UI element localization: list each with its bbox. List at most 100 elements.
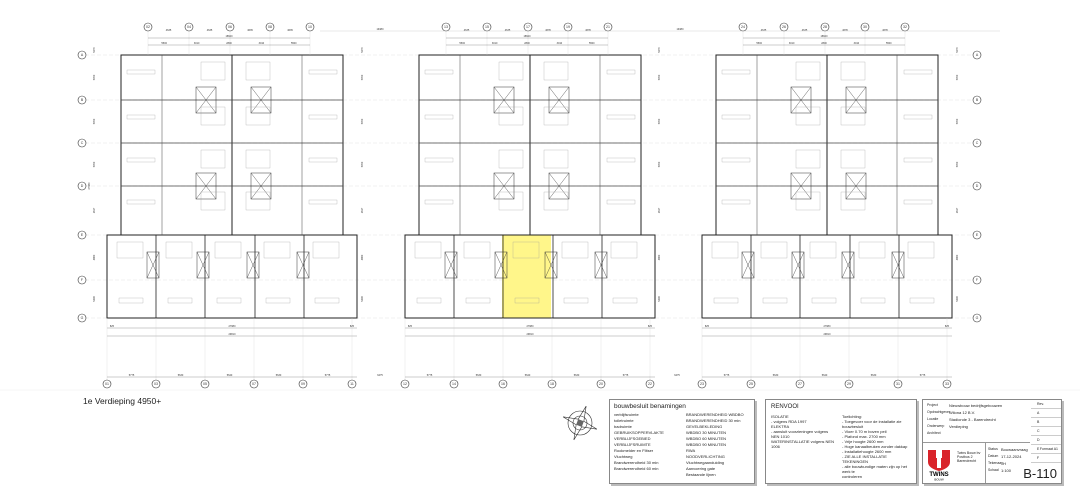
- dimension-label: 5050: [93, 161, 96, 167]
- stair-void: [250, 172, 272, 200]
- dimension-label: 4635: [464, 29, 470, 32]
- dimension-label: 4635: [287, 29, 293, 32]
- grid-column-label-bubble: [893, 379, 903, 389]
- room-label: [416, 297, 442, 304]
- list-item: Aanvoering gate: [686, 466, 716, 471]
- room-label: [543, 106, 569, 126]
- grid-row-label-bubble: [77, 50, 87, 60]
- dimension-label: 5500: [589, 42, 595, 45]
- dimension-label: 5640: [525, 374, 531, 377]
- grid-column-label: 32: [903, 25, 907, 29]
- grid-row-label: C: [976, 141, 979, 145]
- room-label: [721, 69, 751, 75]
- grid-column-label: 04: [187, 25, 191, 29]
- grid-column-label-bubble: [200, 379, 210, 389]
- room-label: [465, 297, 491, 304]
- grid-row-label-bubble: [972, 138, 982, 148]
- void-cross: [250, 172, 272, 200]
- room-label: [903, 69, 933, 75]
- dimension-label: 5775: [920, 374, 926, 377]
- list-item: D: [1031, 436, 1061, 445]
- room-label: [424, 199, 454, 205]
- grid-column-label: 29: [847, 382, 851, 386]
- room-label: [126, 114, 156, 120]
- dimension-label: 4860: [658, 254, 661, 260]
- dimension-label: 5449: [93, 296, 96, 302]
- grid-column-label: 14: [452, 382, 456, 386]
- room-label: [498, 149, 524, 169]
- grid-row-label: E: [976, 233, 979, 237]
- list-item: Vluchtwegaanduiding: [686, 460, 725, 465]
- grid-row-label-bubble: [77, 313, 87, 323]
- location-value: Stadionde 3 - Barendrecht: [949, 417, 996, 422]
- list-item: F: [1031, 454, 1061, 463]
- list-item: - Installatiehoogte 2600 mm: [842, 449, 892, 454]
- svg-text:BOUW: BOUW: [934, 478, 944, 482]
- grid-column-label-bubble: [184, 22, 194, 32]
- room-label: [118, 297, 144, 304]
- room-label: [606, 114, 636, 120]
- dimension-label: 5050: [658, 118, 661, 124]
- grid-row-label: F: [81, 278, 83, 282]
- grid-row-label: B: [81, 98, 84, 102]
- lower-wall: [701, 234, 953, 319]
- dimension-label: 27980: [527, 325, 535, 328]
- grid-column-label-bubble: [249, 379, 259, 389]
- room-label: [606, 157, 636, 163]
- grid-column-label-bubble: [449, 379, 459, 389]
- compass-rose-icon: [560, 403, 600, 443]
- dimension-label: 4635: [761, 29, 767, 32]
- room-label: [909, 297, 935, 304]
- stair-void: [250, 86, 272, 114]
- list-item: - Vloer 0.70 m boven peil: [842, 429, 887, 434]
- dimension-label: 3010: [557, 42, 563, 45]
- dimension-label: 825: [945, 325, 950, 328]
- dimension-label: 1617: [956, 207, 959, 213]
- room-label: [308, 199, 338, 205]
- room-label: [760, 241, 788, 259]
- architect-label: Architect: [927, 431, 941, 435]
- void-cross: [493, 172, 515, 200]
- stair-void: [444, 251, 458, 279]
- status-value: Bouwaanvraag: [1001, 447, 1028, 452]
- dimension-label: 1617: [361, 207, 364, 213]
- dimension-label: 1617: [93, 207, 96, 213]
- dimension-label: 19480: [377, 28, 385, 31]
- dimension-label: 4860: [361, 254, 364, 260]
- room-label: [711, 241, 739, 259]
- list-item: - Hoge kanaalbeuken zonder dakkap: [842, 444, 908, 449]
- dimension-label: 4860: [956, 254, 959, 260]
- floor-title: 1e Verdieping 4950+: [83, 396, 162, 406]
- svg-text:TWINS: TWINS: [929, 472, 948, 478]
- grid-row-label-bubble: [77, 181, 87, 191]
- dimension-label: 5270: [956, 47, 959, 53]
- room-label: [721, 114, 751, 120]
- grid-row-label-bubble: [972, 313, 982, 323]
- dimension-label: 5050: [658, 161, 661, 167]
- list-item: VERBLIJFSRUIMTE: [614, 442, 651, 447]
- scale-value: 1:100: [1001, 468, 1012, 473]
- room-label: [840, 149, 866, 169]
- dimension-label: 6475: [674, 374, 680, 377]
- list-item: B: [1031, 418, 1061, 427]
- list-item: controleren: [842, 474, 863, 479]
- void-cross: [444, 251, 458, 279]
- room-label: [424, 114, 454, 120]
- void-cross: [841, 251, 855, 279]
- dimension-label: 825: [648, 325, 653, 328]
- grid-row-label: E: [81, 233, 84, 237]
- room-label: [308, 69, 338, 75]
- room-label: [721, 157, 751, 163]
- dimension-label: 27980: [88, 182, 91, 190]
- dimension-label: 5500: [459, 42, 465, 45]
- void-cross: [594, 251, 608, 279]
- room-label: [795, 191, 821, 211]
- grid-row-label-bubble: [77, 95, 87, 105]
- dimension-label: 4635: [545, 29, 551, 32]
- room-label: [606, 69, 636, 75]
- room-label: [809, 241, 837, 259]
- dimension-label: 5630: [773, 374, 779, 377]
- void-cross: [791, 251, 805, 279]
- grid-column-label: 18: [550, 382, 554, 386]
